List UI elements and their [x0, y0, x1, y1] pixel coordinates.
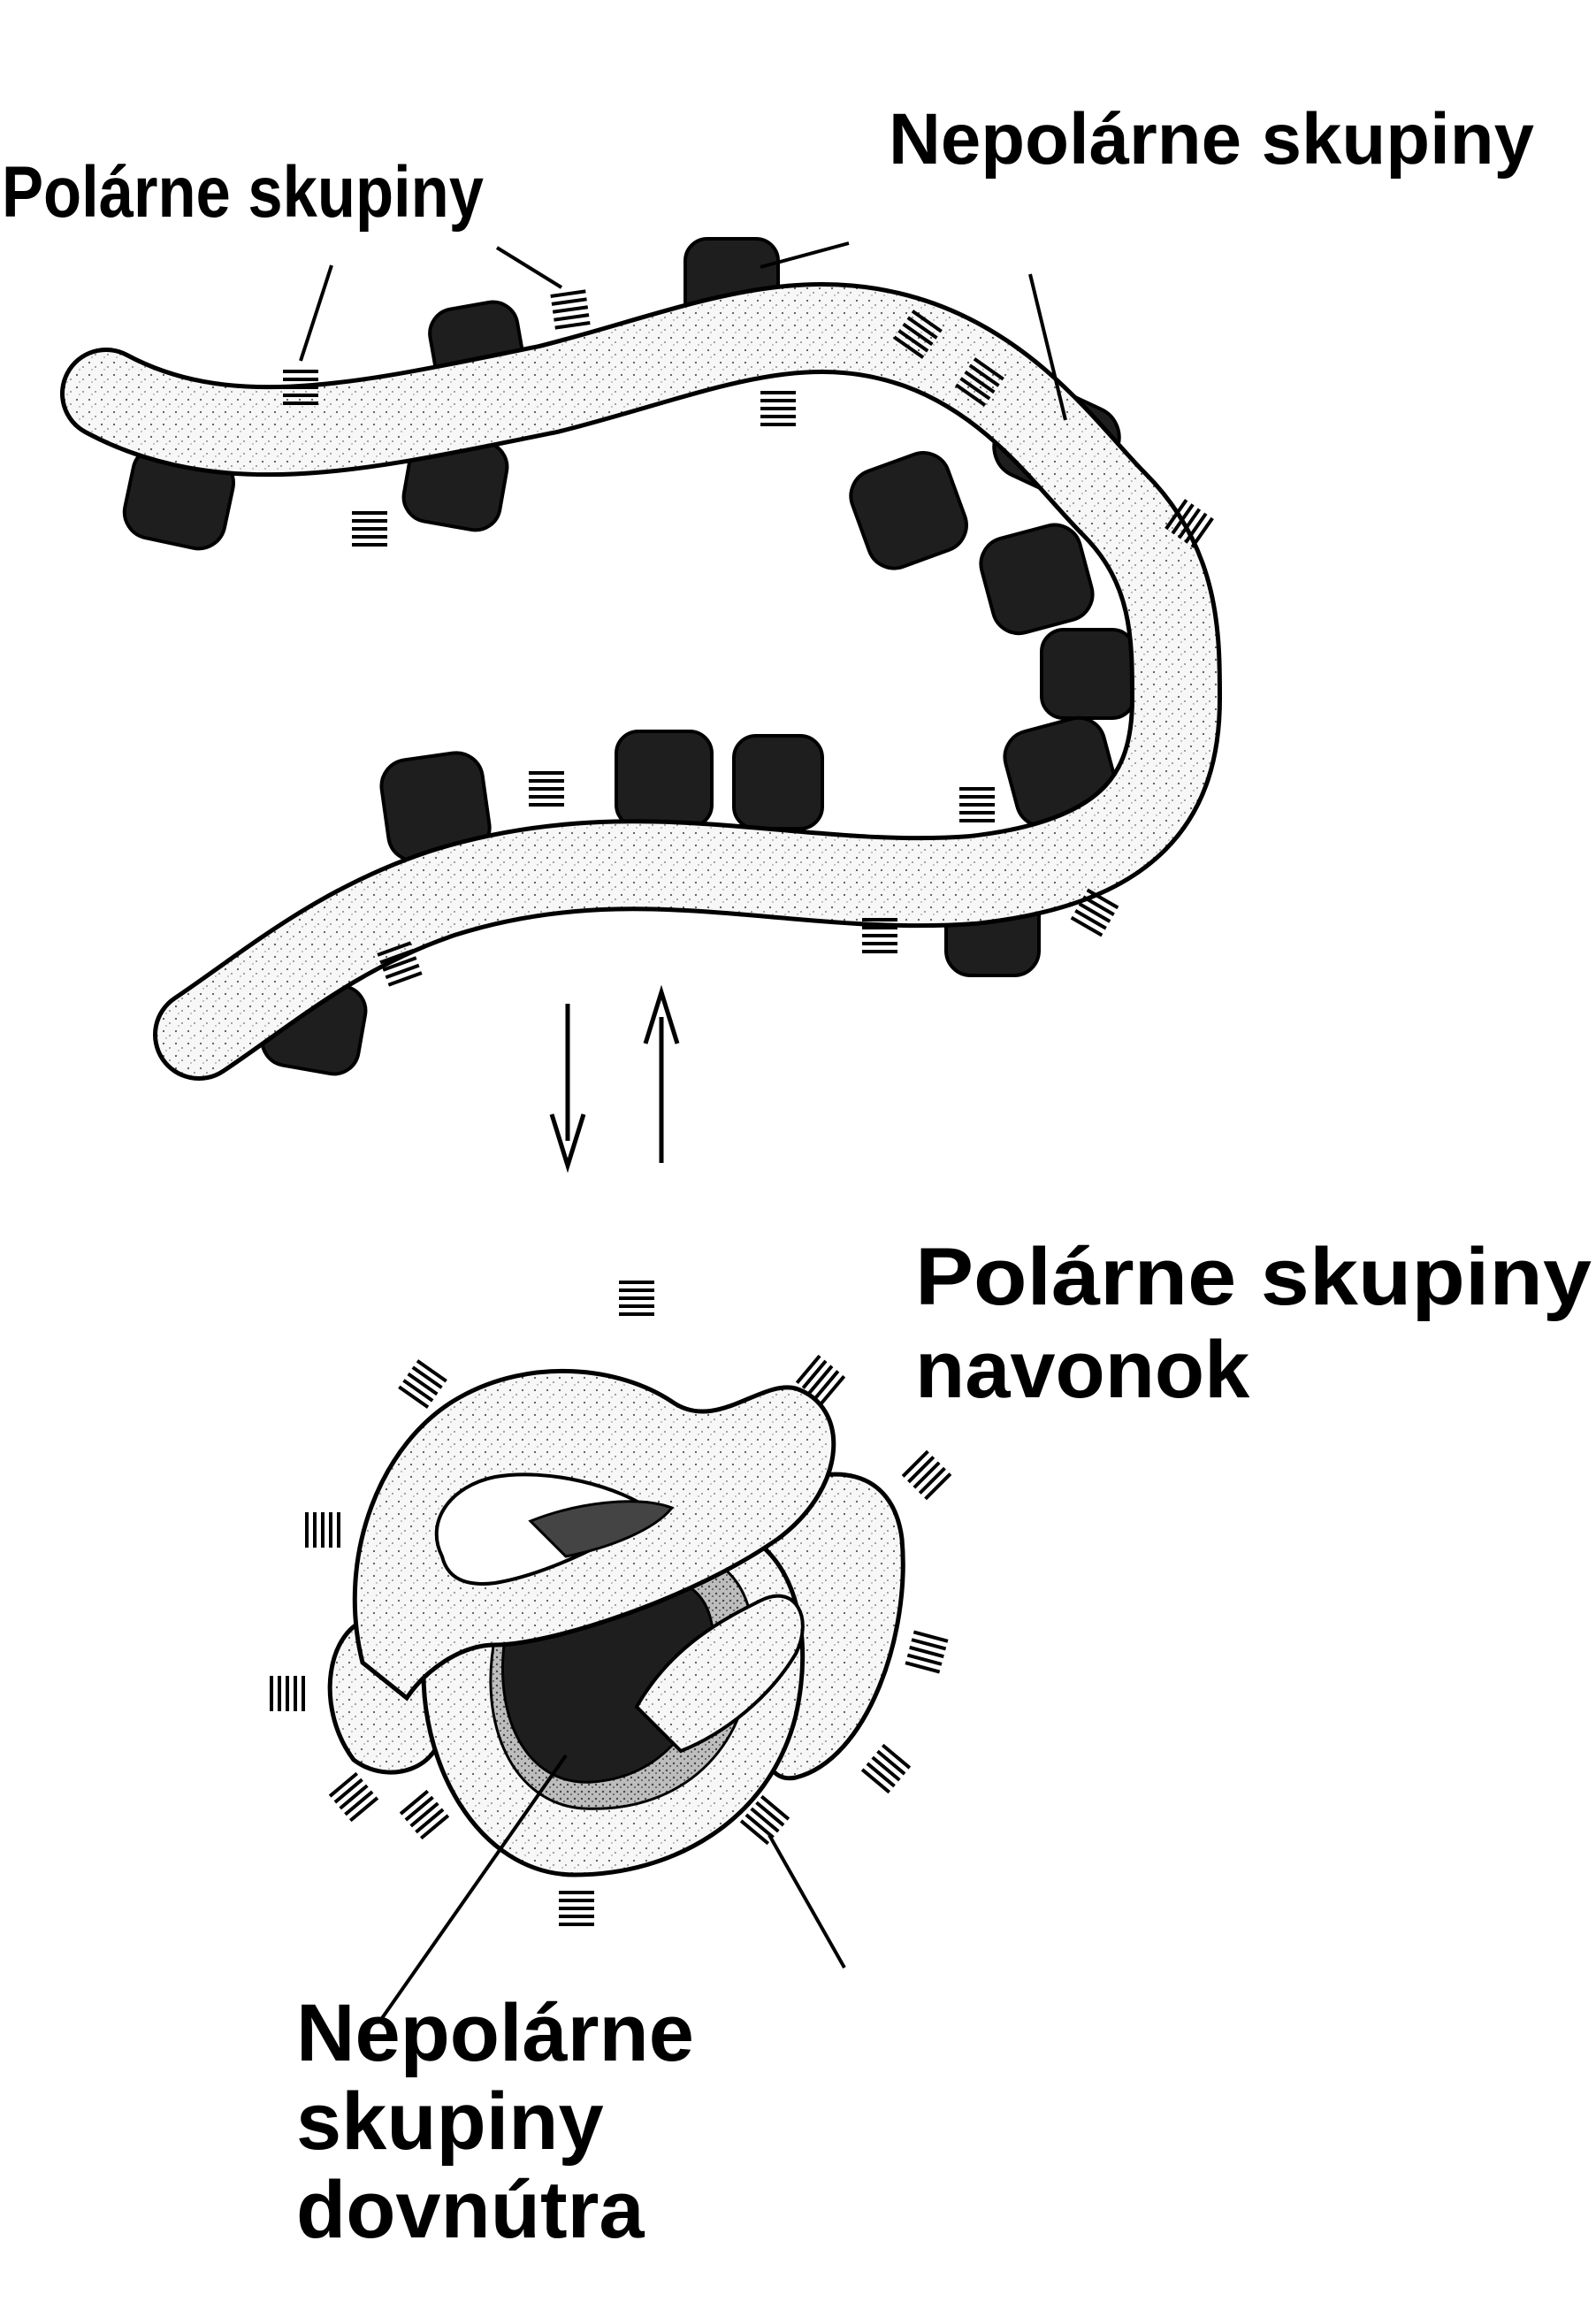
- polar-hatch: [527, 771, 566, 807]
- leader-line-polar-outside: [767, 1834, 846, 1969]
- nonpolar-block: [979, 523, 1095, 636]
- leader-line-nonpolar: [1028, 273, 1067, 421]
- polar-hatch: [350, 511, 389, 547]
- polar-hatch: [548, 289, 592, 330]
- nonpolar-core-crossing: [528, 1500, 675, 1558]
- leader-line-nonpolar-inside: [378, 1754, 568, 2023]
- label-nonpolar-inside-line1: Nepolárne: [296, 1988, 694, 2078]
- nonpolar-block: [732, 734, 824, 830]
- polar-hatch: [860, 1743, 912, 1794]
- nonpolar-block: [849, 451, 968, 570]
- polar-hatch: [958, 787, 997, 822]
- polar-hatch: [904, 1630, 950, 1674]
- equilibrium-arrows-icon: [549, 984, 680, 1174]
- unfolded-chain-group: [60, 237, 1222, 1081]
- polar-hatch: [557, 1891, 596, 1926]
- label-nonpolar-inside-line3: dovnútra: [296, 2165, 645, 2255]
- label-polar-groups: Polárne skupiny: [2, 152, 484, 233]
- folded-protein-group: [270, 1281, 951, 2023]
- leader-line-polar: [299, 264, 333, 362]
- polar-hatch: [270, 1674, 305, 1713]
- label-polar-outside-line2: navonok: [915, 1325, 1250, 1415]
- label-polar-outside-line1: Polárne skupiny: [915, 1232, 1592, 1322]
- label-nonpolar-inside-line2: skupiny: [296, 2076, 604, 2167]
- polar-hatch: [399, 1789, 450, 1840]
- polar-hatch: [759, 391, 798, 426]
- polar-hatch: [397, 1358, 448, 1410]
- nonpolar-block: [615, 730, 714, 829]
- label-nonpolar-groups: Nepolárne skupiny: [889, 99, 1534, 180]
- leader-line-nonpolar: [760, 241, 850, 269]
- polar-hatch: [903, 1451, 951, 1499]
- nonpolar-block: [1040, 628, 1136, 720]
- polar-hatch: [305, 1510, 340, 1549]
- polar-hatch: [617, 1281, 656, 1316]
- leader-line-polar: [495, 246, 563, 289]
- polypeptide-chain: [65, 287, 1218, 1076]
- folded-inner-strand: [634, 1594, 805, 1754]
- polar-hatch: [328, 1771, 379, 1823]
